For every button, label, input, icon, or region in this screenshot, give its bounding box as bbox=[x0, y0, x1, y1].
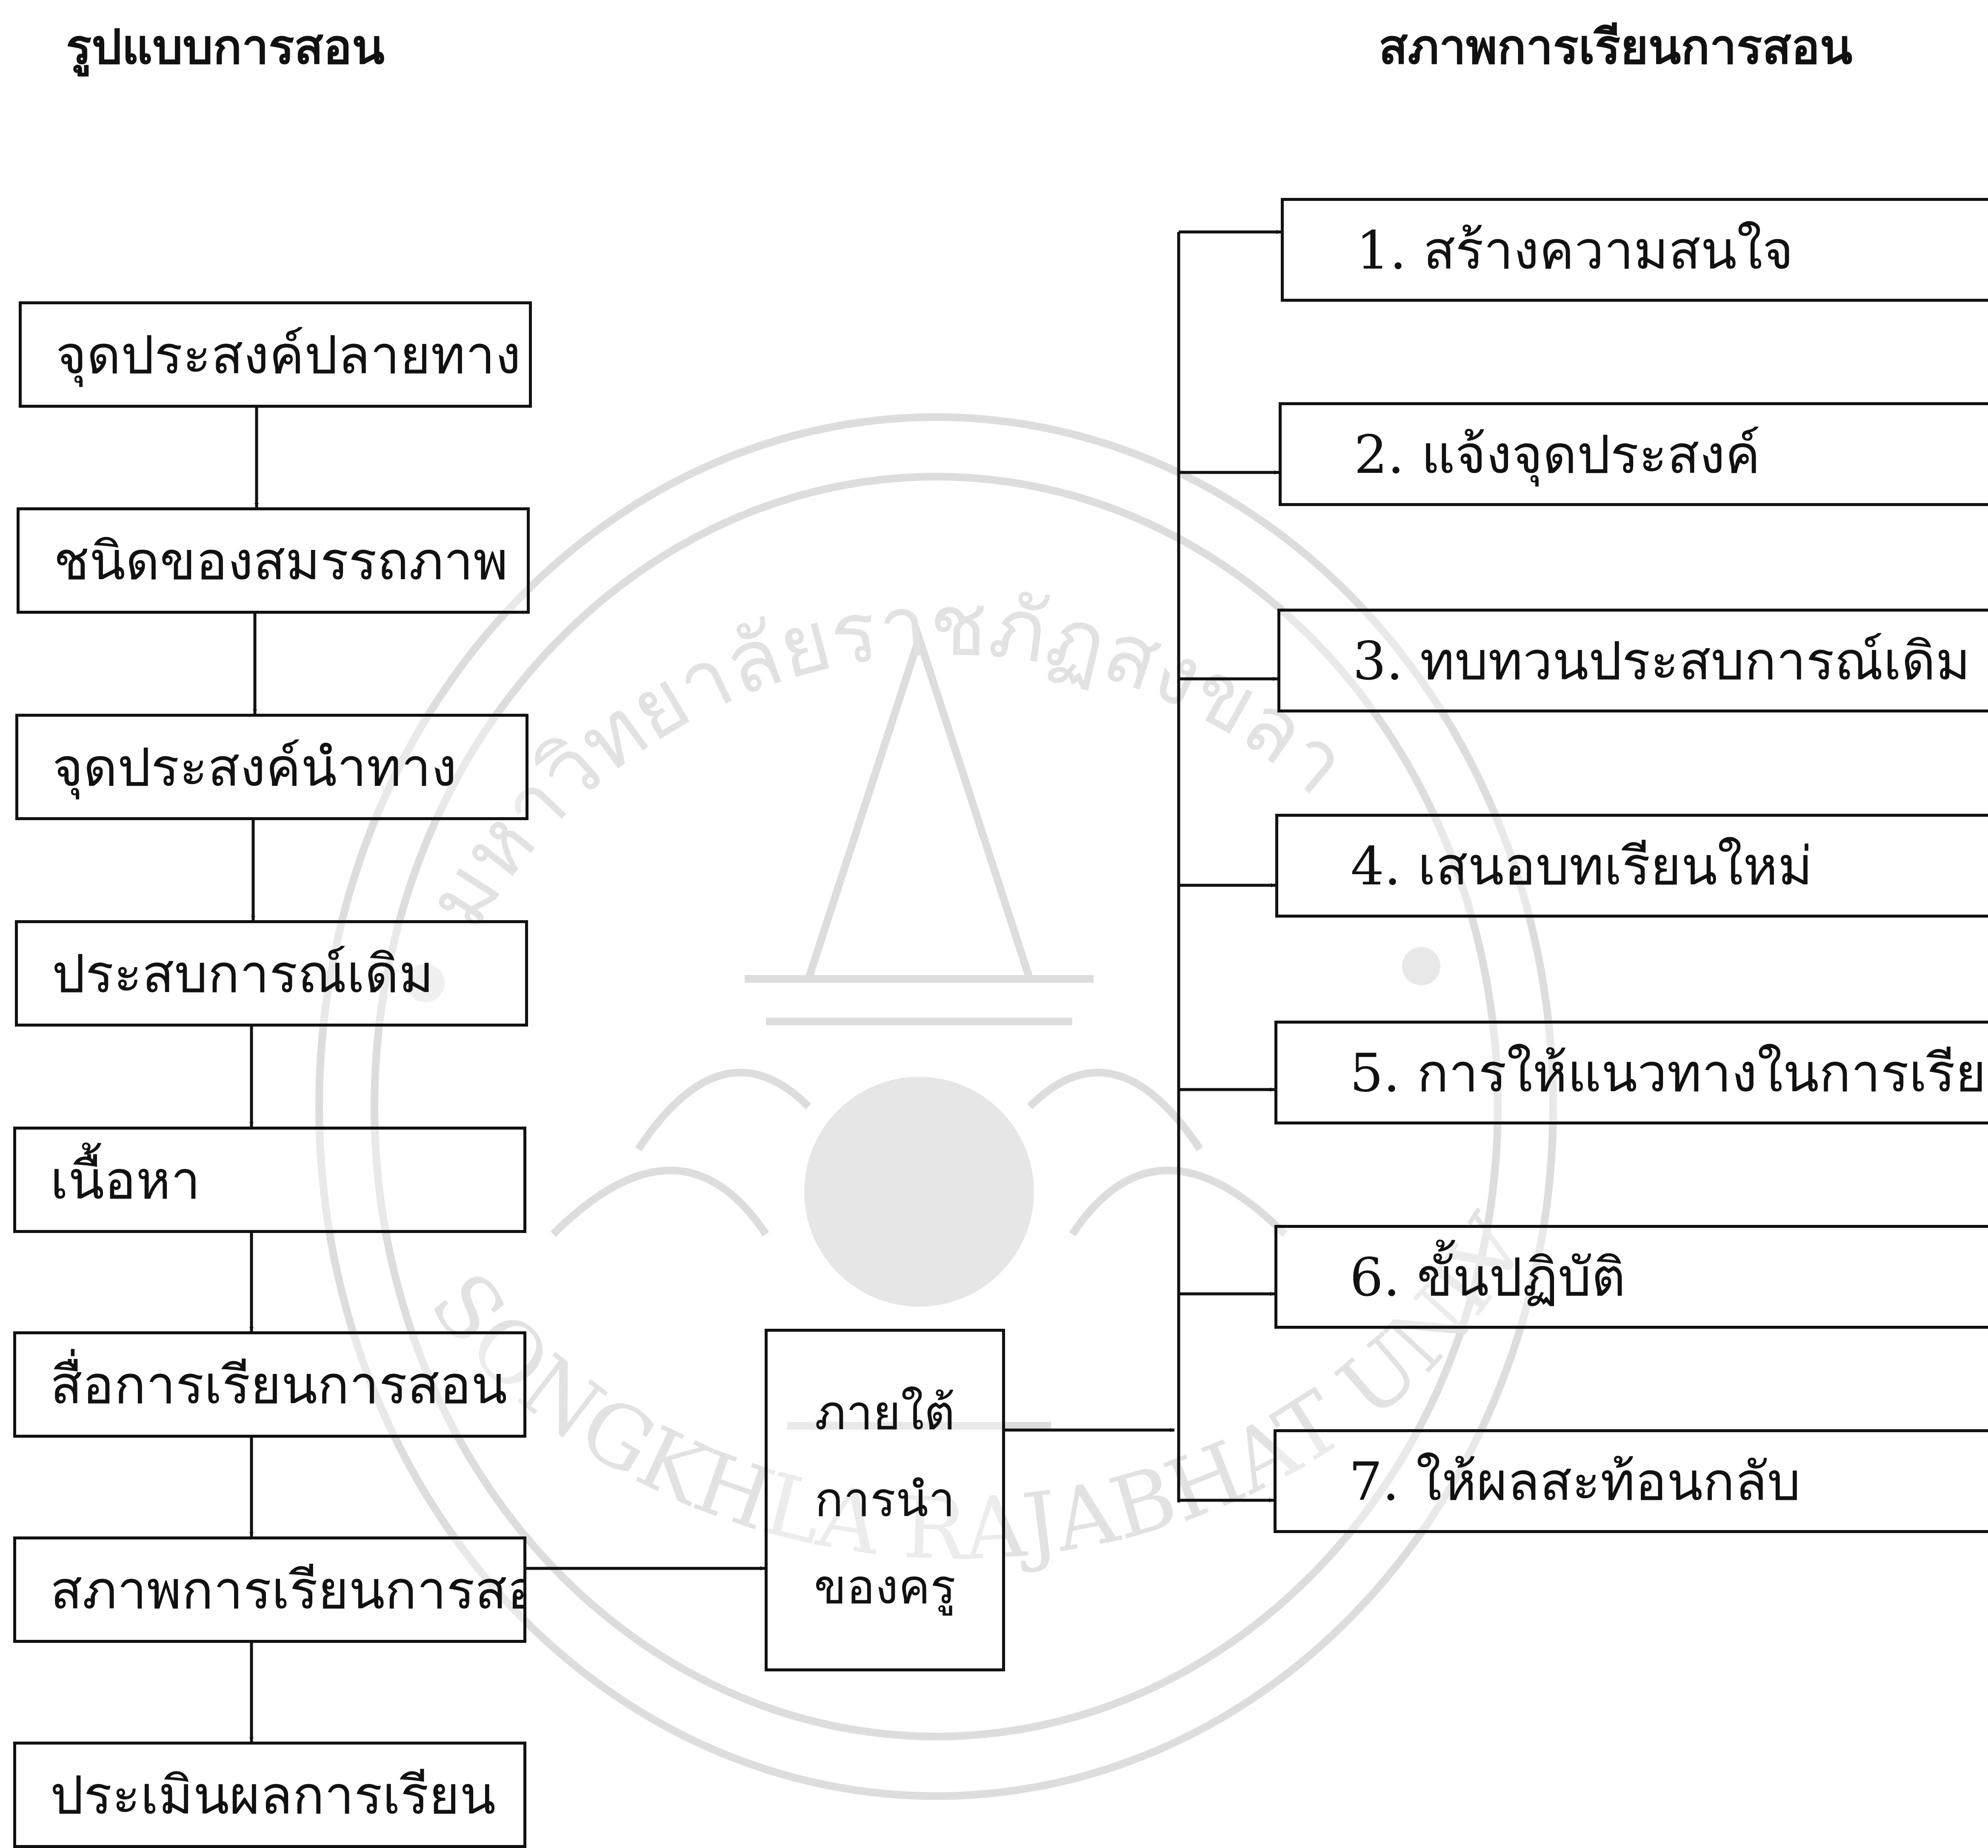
model-step-label: สื่อการเรียนการสอน bbox=[50, 1354, 508, 1416]
teacher-guidance-box: ภายใต้ การนำ ของครู bbox=[765, 1329, 1005, 1671]
instruction-step-label: 1. สร้างความสนใจ bbox=[1356, 220, 1794, 281]
instruction-step-3: 3. ทบทวนประสบการณ์เดิม bbox=[1277, 609, 1988, 712]
instruction-step-label: 5. การให้แนวทางในการเรียนรู้ bbox=[1350, 1042, 1988, 1104]
model-step-learning-conditions: สภาพการเรียนการสอน bbox=[13, 1536, 526, 1643]
model-column-heading: รูปแบบการสอน bbox=[66, 20, 385, 75]
instruction-step-label: 2. แจ้งจุดประสงค์ bbox=[1354, 424, 1761, 486]
instruction-step-7: 7. ให้ผลสะท้อนกลับ bbox=[1274, 1429, 1988, 1533]
instruction-step-1: 1. สร้างความสนใจ bbox=[1281, 198, 1988, 302]
model-step-label: ชนิดของสมรรถภาพ bbox=[54, 530, 508, 592]
guidance-line: ภายใต้ bbox=[814, 1385, 955, 1441]
model-step-label: เนื้อหา bbox=[50, 1150, 200, 1211]
model-step-label: จุดประสงค์นำทาง bbox=[52, 737, 457, 798]
model-step-label: จุดประสงค์ปลายทาง bbox=[56, 324, 521, 386]
model-step-label: ประเมินผลการเรียน bbox=[50, 1765, 496, 1826]
instruction-step-label: 4. เสนอบทเรียนใหม่ bbox=[1351, 835, 1813, 897]
instruction-step-label: 3. ทบทวนประสบการณ์เดิม bbox=[1353, 630, 1971, 692]
model-step-enabling-objectives: จุดประสงค์นำทาง bbox=[15, 714, 528, 820]
model-step-label: ประสบการณ์เดิม bbox=[52, 943, 434, 1005]
model-step-content: เนื้อหา bbox=[13, 1127, 526, 1233]
instruction-step-6: 6. ขั้นปฏิบัติ bbox=[1274, 1225, 1988, 1329]
model-step-teaching-media: สื่อการเรียนการสอน bbox=[13, 1331, 526, 1438]
model-step-prior-experience: ประสบการณ์เดิม bbox=[15, 920, 528, 1027]
instruction-step-4: 4. เสนอบทเรียนใหม่ bbox=[1275, 814, 1988, 918]
instruction-step-label: 6. ขั้นปฏิบัติ bbox=[1350, 1247, 1626, 1308]
guidance-line: การนำ bbox=[814, 1472, 955, 1528]
instruction-step-label: 7. ให้ผลสะท้อนกลับ bbox=[1349, 1451, 1801, 1513]
model-step-label: สภาพการเรียนการสอน bbox=[50, 1559, 526, 1621]
instruction-step-2: 2. แจ้งจุดประสงค์ bbox=[1279, 402, 1988, 506]
instruction-step-5: 5. การให้แนวทางในการเรียนรู้ bbox=[1274, 1021, 1988, 1124]
model-step-learning-evaluation: ประเมินผลการเรียน bbox=[13, 1742, 526, 1848]
model-step-terminal-objectives: จุดประสงค์ปลายทาง bbox=[19, 301, 532, 408]
guidance-line: ของครู bbox=[814, 1559, 956, 1615]
model-step-competency-types: ชนิดของสมรรถภาพ bbox=[17, 507, 530, 614]
conditions-column-heading: สภาพการเรียนการสอน bbox=[1379, 20, 1853, 75]
